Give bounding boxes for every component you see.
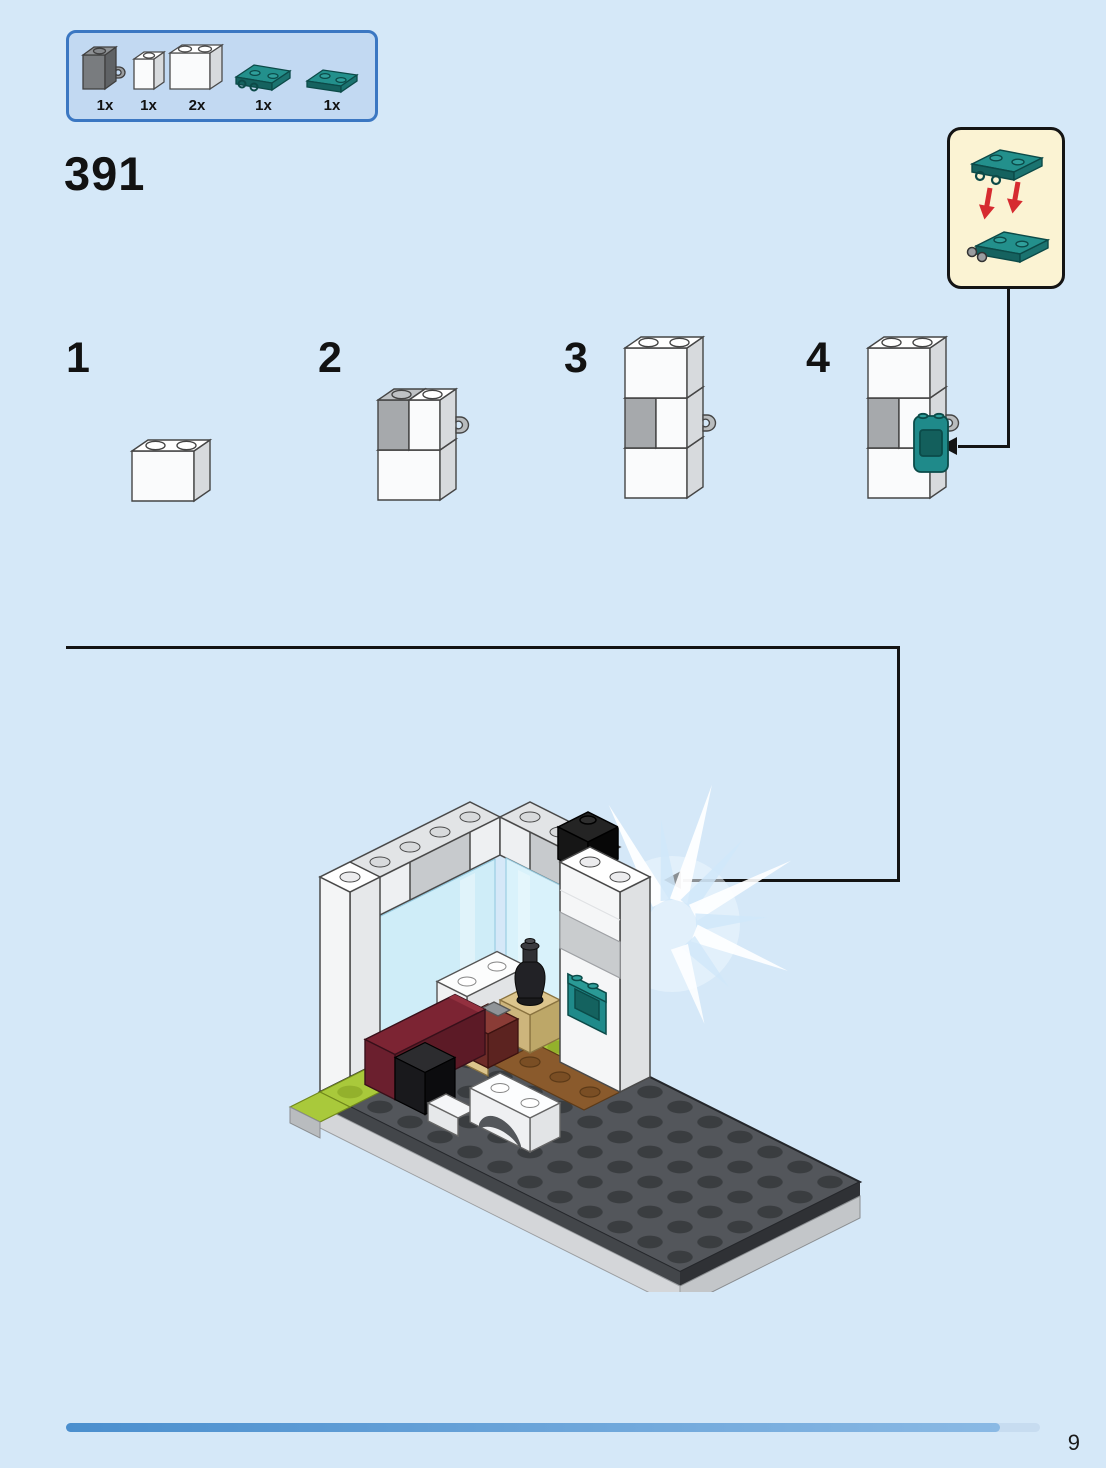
- brick-1x1-with-clip-dark-gray-icon: [81, 45, 126, 91]
- substep-1-illustration: [129, 438, 213, 503]
- substep-4-illustration: [865, 335, 960, 500]
- substep-2-illustration: [375, 387, 470, 502]
- part-qty-label: 2x: [188, 97, 206, 114]
- white-arch-bricks: [426, 1072, 562, 1154]
- part-item: 1x: [228, 53, 300, 114]
- red-arrow-icon: [978, 181, 1023, 220]
- substep-2-number: 2: [318, 334, 342, 382]
- sparkle-burst: [559, 784, 792, 1024]
- teal-plate-assembled-icon: [966, 231, 1051, 264]
- page-number: 9: [1067, 1430, 1080, 1455]
- white-pillar: [558, 846, 652, 1094]
- part-qty-label: 1x: [323, 97, 341, 114]
- part-item: 1x: [81, 43, 129, 114]
- plate-attachment-diagram: [966, 149, 1051, 264]
- part-item: 2x: [168, 37, 226, 114]
- progress-bar: [66, 1423, 1040, 1432]
- teal-clip-plate-icon: [969, 149, 1045, 186]
- progress-bar-fill: [66, 1423, 1000, 1432]
- divider-connector-line: [897, 646, 900, 882]
- brick-1x2-white-icon: [168, 43, 225, 91]
- substep-4-number: 4: [806, 334, 830, 382]
- plate-1x2-dark-turquoise-icon: [305, 69, 359, 94]
- divider-connector-line: [683, 879, 900, 882]
- part-item: 1x: [301, 59, 363, 114]
- callout-connector-line: [958, 445, 1010, 448]
- divider-line: [66, 646, 900, 649]
- part-qty-label: 1x: [96, 97, 114, 114]
- teal-scanner-piece: [913, 412, 949, 473]
- substep-1-number: 1: [66, 334, 90, 382]
- substep-3-illustration: [622, 335, 717, 500]
- substep-3-number: 3: [564, 334, 588, 382]
- step-number: 391: [64, 147, 146, 200]
- callout-connector-line: [1007, 289, 1010, 448]
- part-qty-label: 1x: [255, 97, 272, 114]
- plate-1x2-with-clips-dark-turquoise-icon: [233, 64, 292, 92]
- parts-callout-box: 1x 1x: [66, 30, 378, 122]
- black-vase: [514, 938, 546, 1006]
- technique-callout-box: [947, 127, 1065, 289]
- brick-1x1-white-icon: [131, 50, 166, 91]
- part-item: 1x: [131, 45, 167, 114]
- part-qty-label: 1x: [140, 97, 157, 114]
- teal-backpack: [567, 972, 607, 1036]
- assembly-illustration: [288, 784, 863, 1292]
